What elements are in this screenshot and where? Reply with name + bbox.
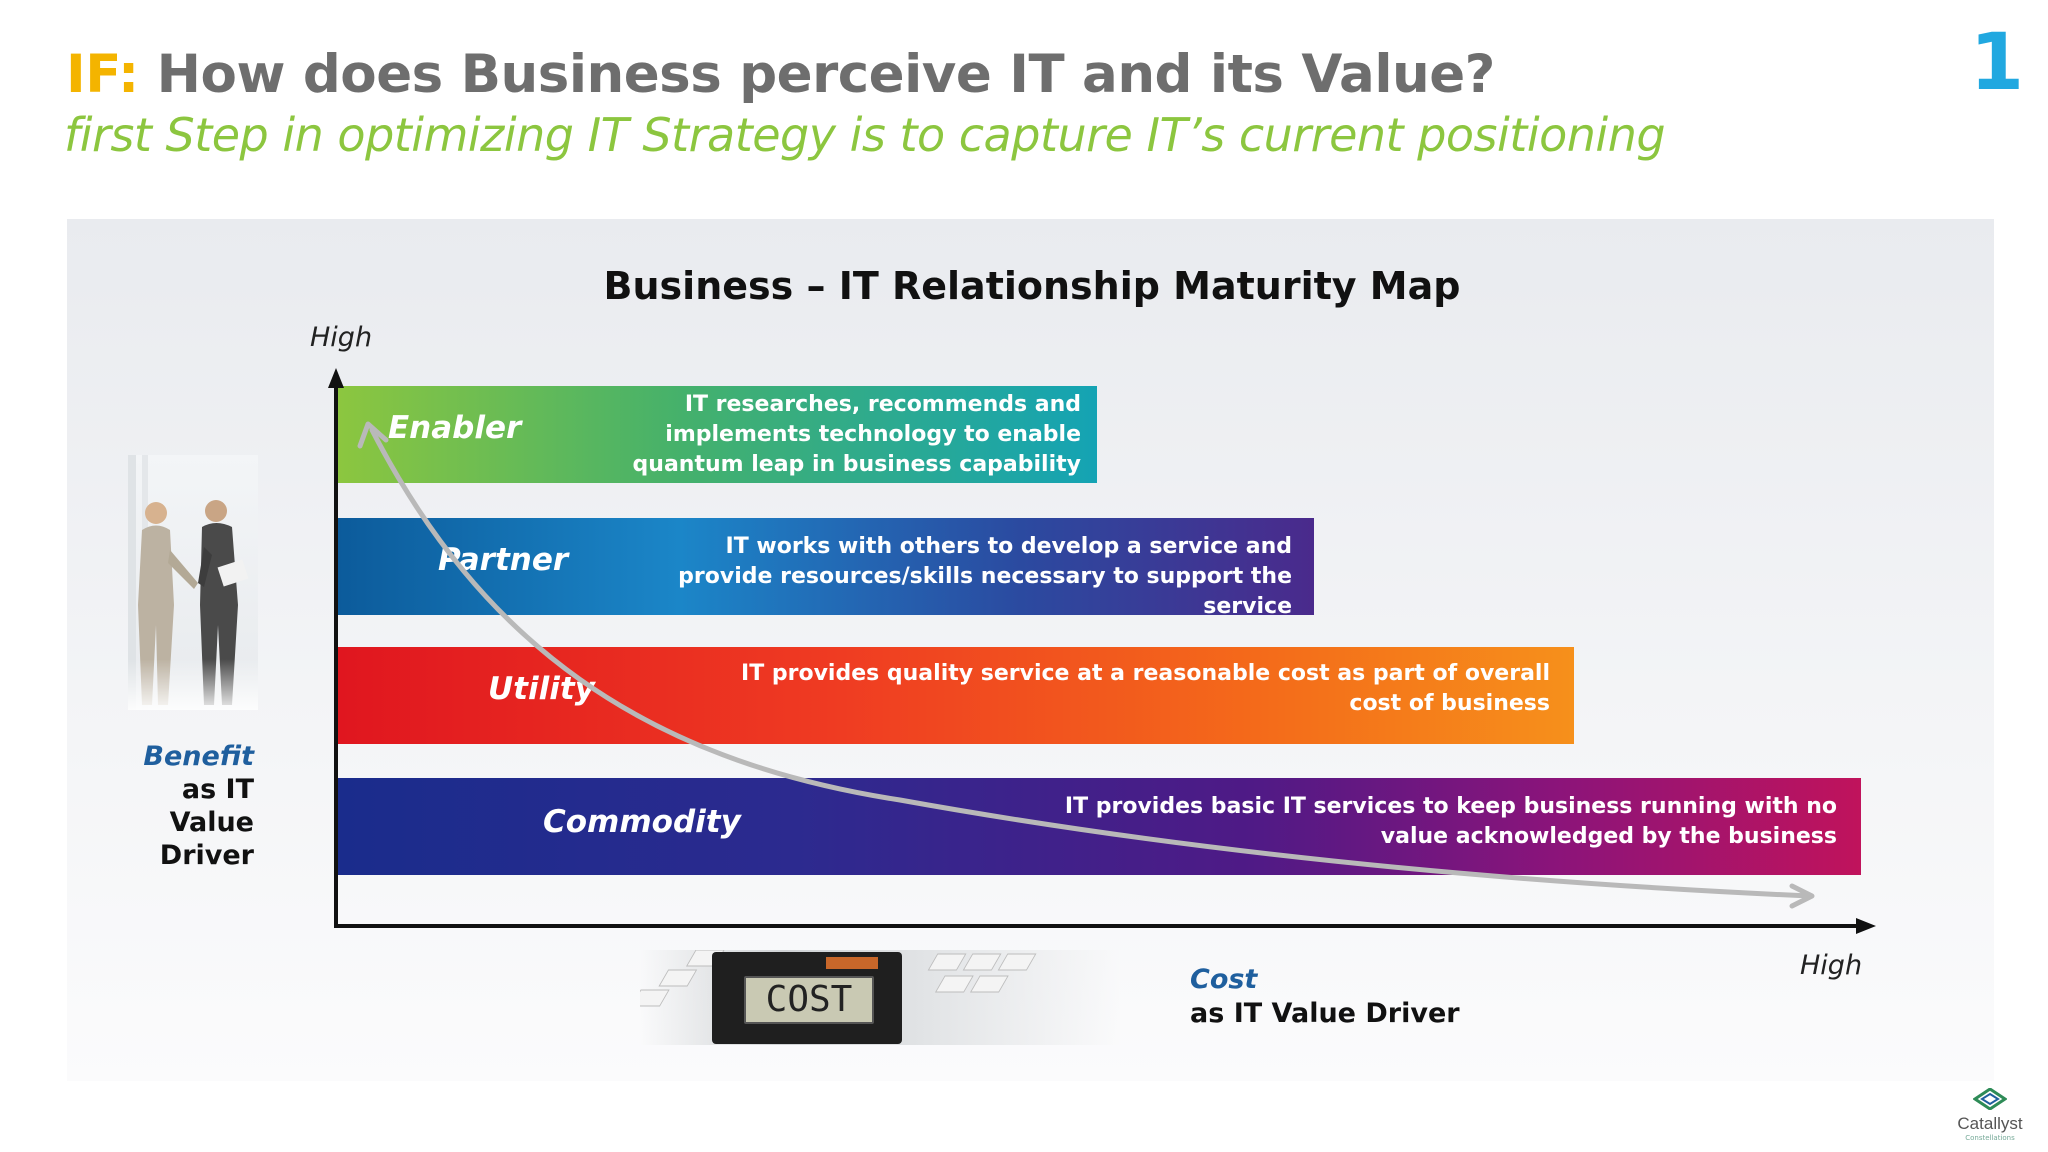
y-axis-high-label: High xyxy=(310,322,373,353)
band-partner-name: Partner xyxy=(438,542,569,578)
band-utility: Utility IT provides quality service at a… xyxy=(338,647,1574,744)
band-enabler-description: IT researches, recommends and implements… xyxy=(632,392,1081,477)
benefit-line-1: as IT xyxy=(181,774,254,805)
band-commodity: Commodity IT provides basic IT services … xyxy=(338,778,1861,875)
band-commodity-name: Commodity xyxy=(543,804,741,840)
logo-text: Catallyst xyxy=(1957,1114,2023,1133)
band-enabler-name: Enabler xyxy=(388,410,522,446)
logo-diamond-icon xyxy=(1972,1087,2008,1111)
curve-arrowhead-top xyxy=(357,421,389,449)
curve-arrowhead-right xyxy=(1789,883,1815,909)
band-partner-description: IT works with others to develop a servic… xyxy=(678,534,1292,619)
x-axis-driver-label: Cost as IT Value Driver xyxy=(1190,963,1460,1031)
benefit-line-3: Driver xyxy=(159,840,254,871)
x-axis-high-label: High xyxy=(1800,950,1863,981)
calculator-display: COST xyxy=(744,976,874,1024)
band-enabler: Enabler IT researches, recommends and im… xyxy=(338,386,1097,483)
page-title: IF: How does Business perceive IT and it… xyxy=(66,44,1495,105)
y-axis-driver-label: Benefit as IT Value Driver xyxy=(120,740,254,872)
band-commodity-description: IT provides basic IT services to keep bu… xyxy=(1064,794,1837,849)
page-subtitle: first Step in optimizing IT Strategy is … xyxy=(64,108,1666,162)
benefit-line-2: Value xyxy=(169,807,254,838)
handshake-icon xyxy=(128,455,258,710)
title-prefix: IF: xyxy=(66,44,139,105)
cost-line-1: as IT Value Driver xyxy=(1190,998,1460,1029)
benefit-accent: Benefit xyxy=(143,741,254,772)
company-logo: Catallyst Constellations xyxy=(1950,1087,2030,1142)
y-axis-arrowhead xyxy=(328,368,344,388)
band-partner: Partner IT works with others to develop … xyxy=(338,518,1314,619)
title-text: How does Business perceive IT and its Va… xyxy=(138,44,1496,105)
business-people-image xyxy=(128,455,258,710)
logo-subtext: Constellations xyxy=(1965,1134,2015,1142)
calculator-badge xyxy=(826,957,878,969)
slide-number: 1 xyxy=(1969,18,2024,108)
x-axis-arrowhead xyxy=(1856,918,1876,934)
cost-accent: Cost xyxy=(1190,964,1258,995)
keyboard-icon xyxy=(630,949,1037,1007)
maturity-curve xyxy=(369,427,1813,899)
map-title: Business – IT Relationship Maturity Map xyxy=(603,264,1461,308)
band-utility-description: IT provides quality service at a reasona… xyxy=(741,661,1550,716)
